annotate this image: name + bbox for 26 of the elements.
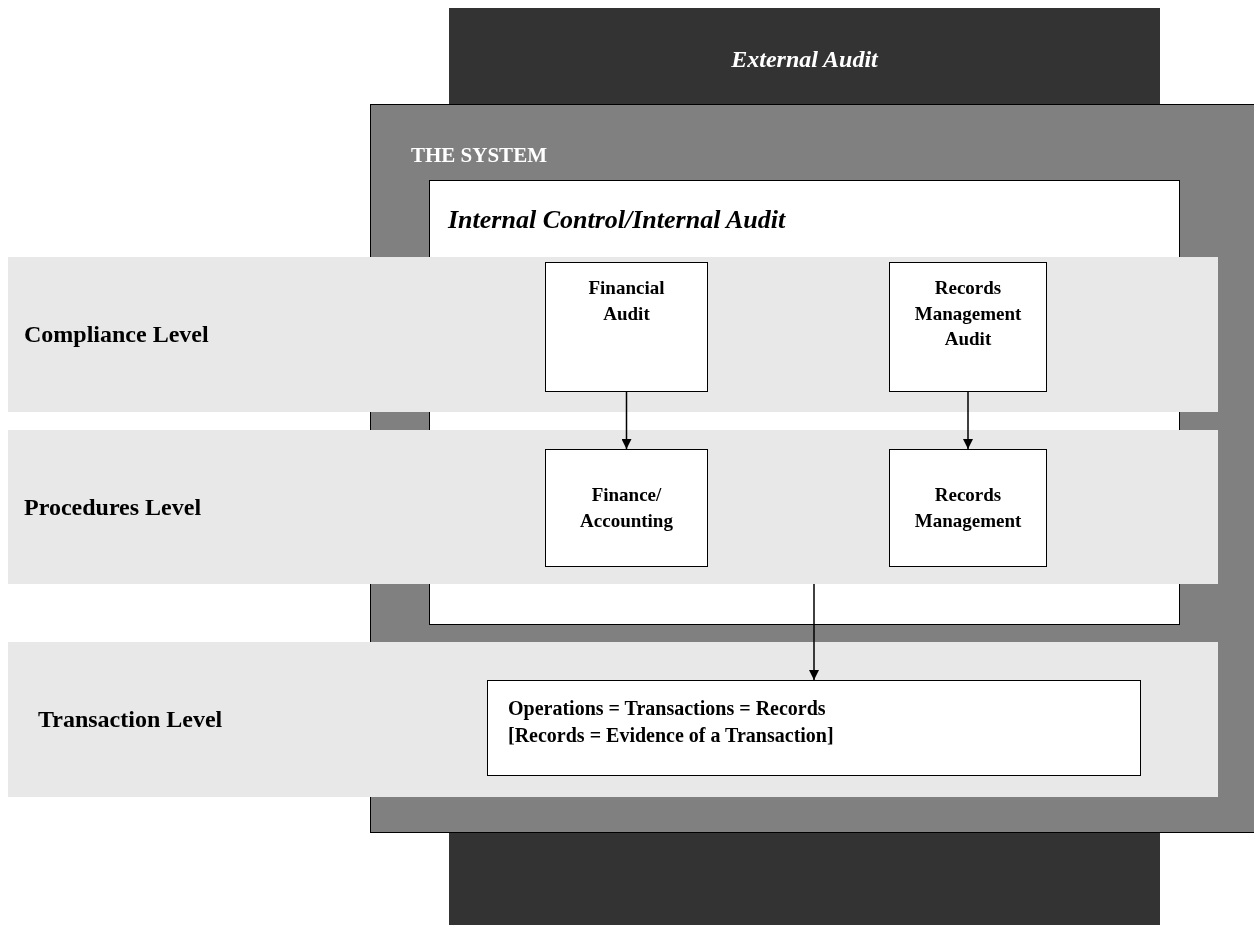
- arrow: [621, 391, 632, 450]
- box-label: Records Management: [913, 483, 1023, 533]
- process-box: [889, 449, 1047, 567]
- level-band: [8, 430, 1218, 584]
- box-label: [Records = Evidence of a Transaction]: [508, 723, 834, 748]
- level-label: Procedures Level: [24, 493, 202, 521]
- external-band: [449, 8, 1160, 104]
- process-box: [487, 680, 1141, 776]
- arrow: [809, 583, 819, 681]
- box-label: Records Management Audit: [914, 276, 1022, 352]
- level-label: Compliance Level: [24, 321, 209, 348]
- box-label: Financial Audit: [587, 276, 666, 326]
- box-label: Operations = Transactions = Records: [508, 696, 826, 722]
- process-box: [889, 262, 1047, 392]
- control-panel: [429, 180, 1180, 257]
- box-label: Finance/ Accounting: [579, 483, 674, 533]
- arrow: [963, 391, 973, 450]
- level-band: [8, 257, 1218, 412]
- process-box: [545, 262, 708, 392]
- system-panel: [370, 104, 1254, 180]
- process-box: [545, 449, 708, 567]
- level-band: [8, 642, 1218, 797]
- panel-title: Internal Control/Internal Audit: [448, 205, 786, 235]
- band-title: External Audit: [731, 46, 878, 73]
- panel-title: THE SYSTEM: [411, 143, 547, 168]
- level-label: Transaction Level: [38, 706, 223, 733]
